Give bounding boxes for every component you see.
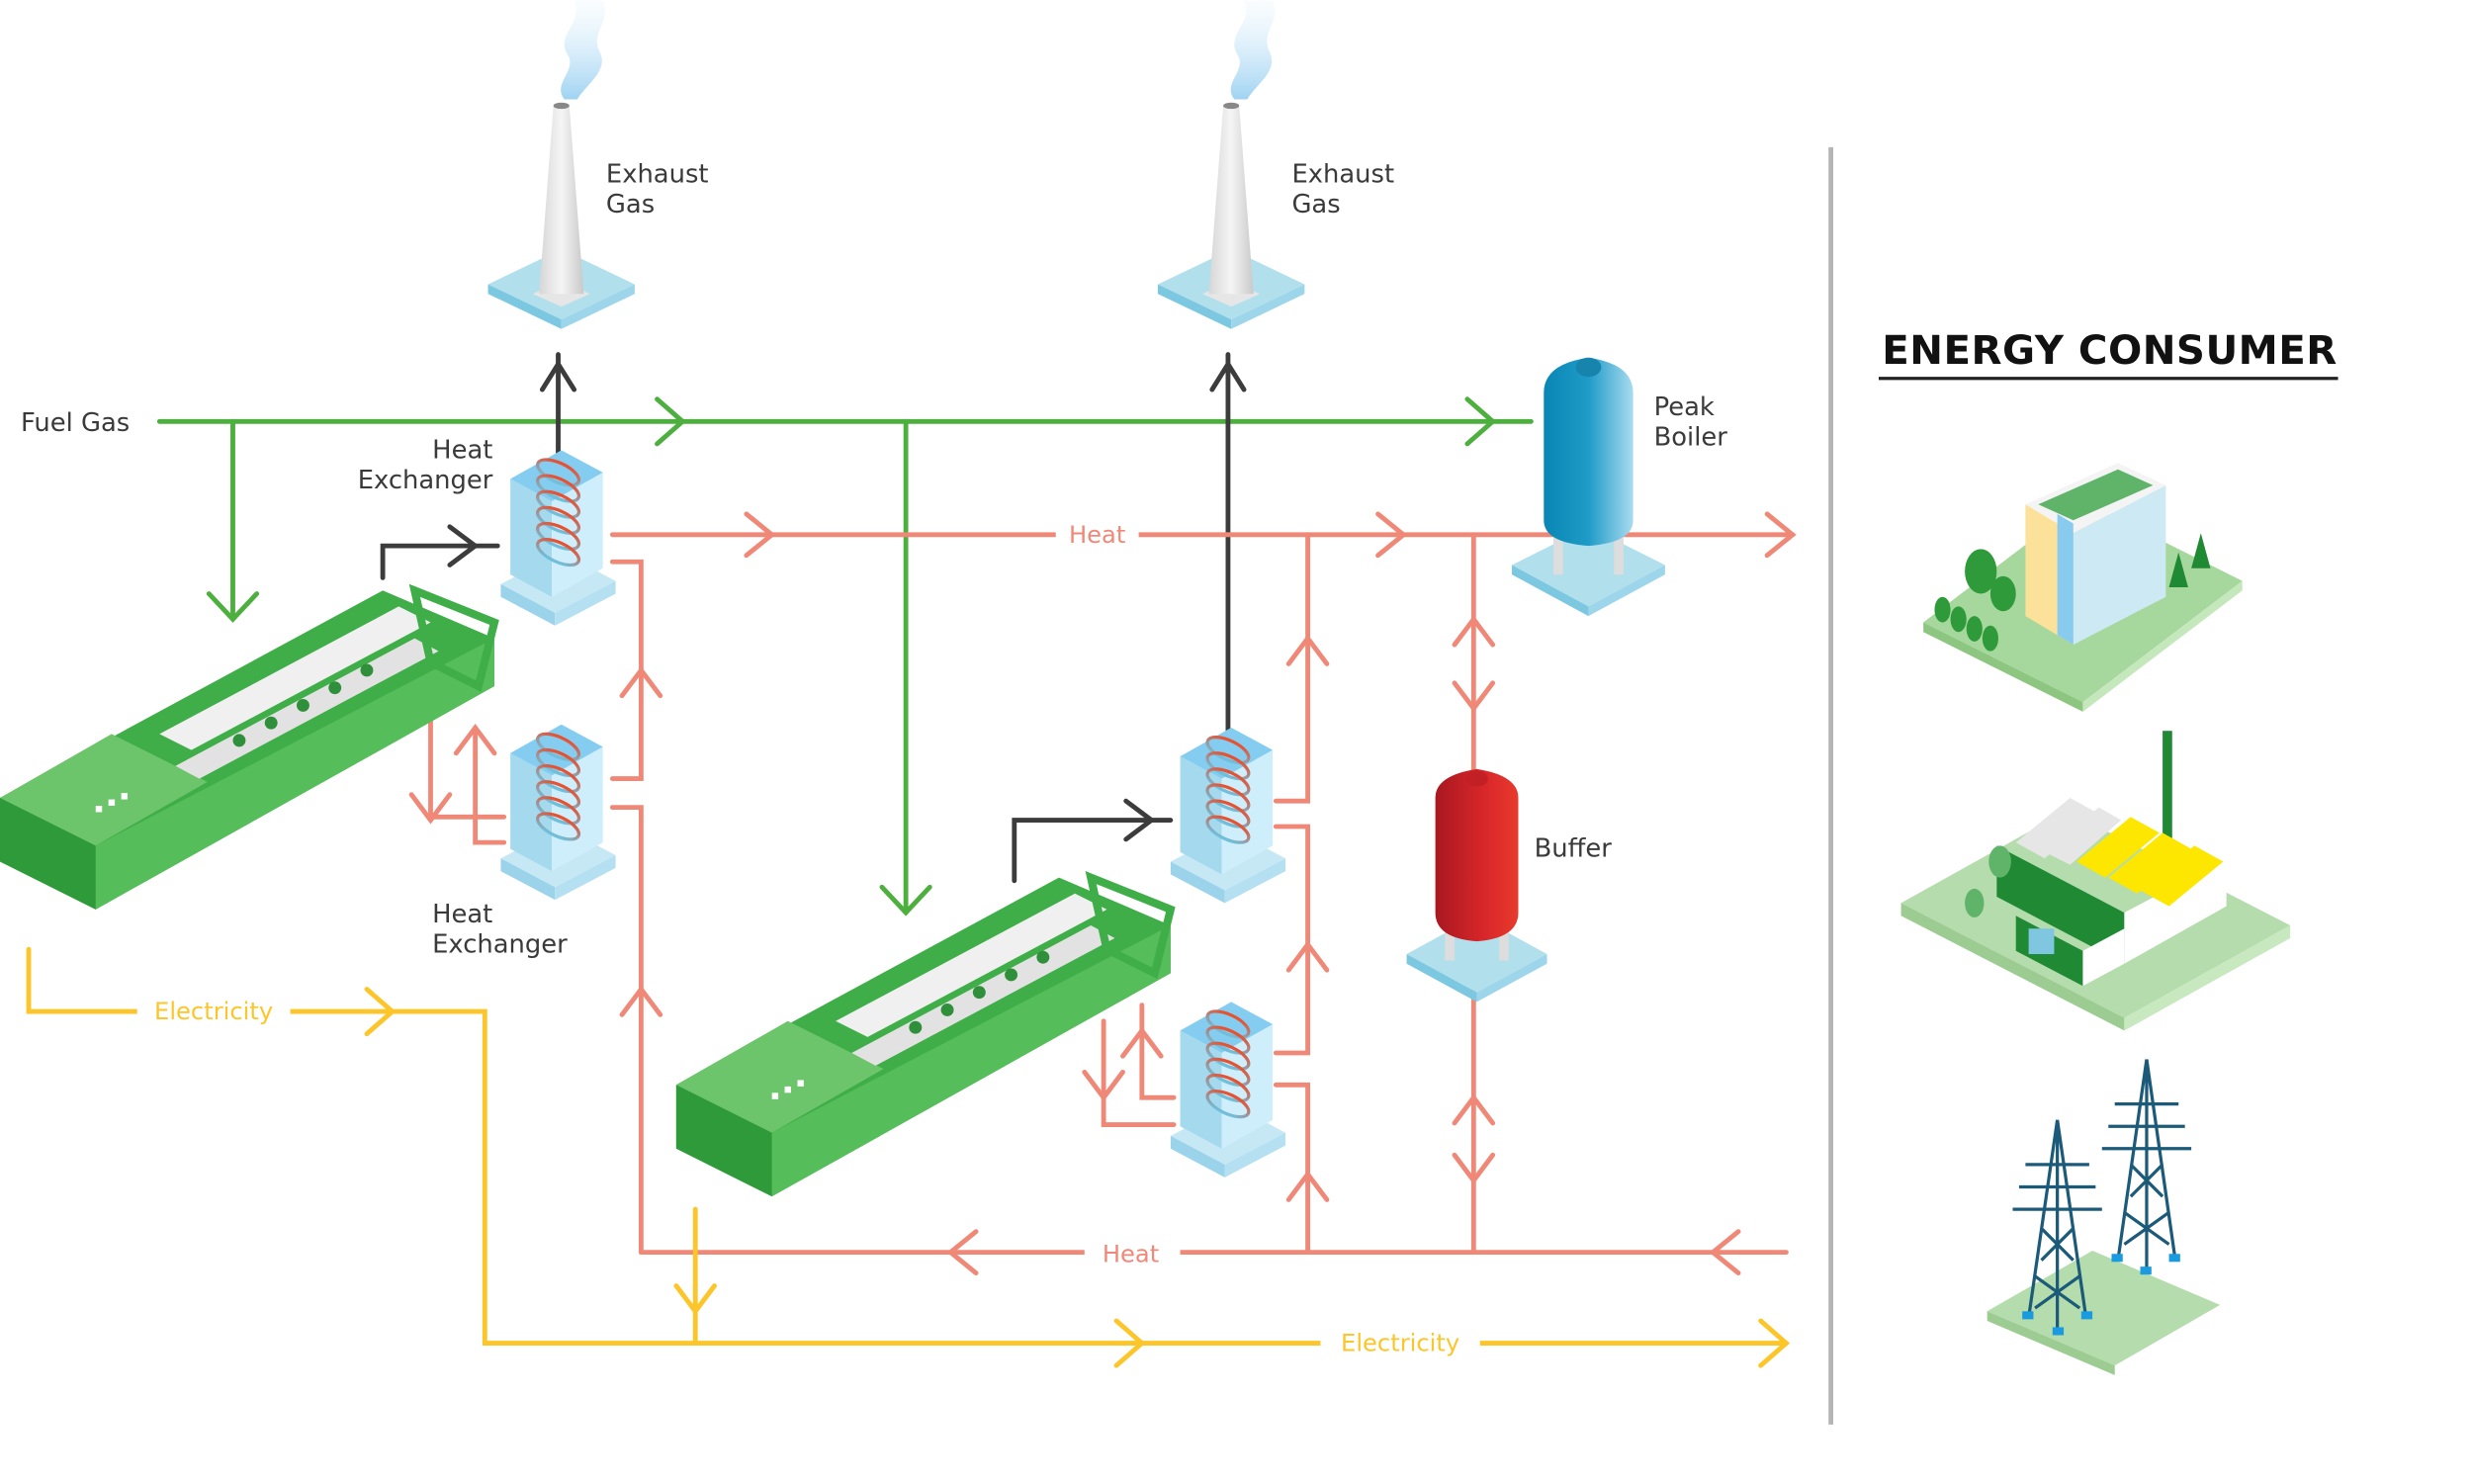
arrow-right-icon	[1375, 511, 1408, 559]
heat-return-label: Heat	[1103, 1240, 1159, 1267]
arrow-up-icon	[1452, 615, 1496, 648]
arrow-down-icon	[408, 792, 453, 825]
arrow-up-icon	[1452, 1093, 1496, 1126]
heat-exchanger-2-out	[1273, 532, 1310, 804]
arrow-down-icon	[1452, 1152, 1496, 1185]
heat-supply-label: Heat	[1069, 521, 1125, 549]
heat-return-to-exchanger-1	[609, 805, 644, 1256]
heat-loop-exchanger-2	[1273, 824, 1310, 1056]
smoke-icon	[1230, 0, 1276, 100]
gas-engine-2	[675, 871, 1176, 1197]
chimney-stack	[539, 105, 584, 295]
smoke-icon	[561, 0, 606, 100]
arrow-down-icon	[879, 884, 932, 917]
energy-consumer-title: ENERGY CONSUMER	[1882, 327, 2338, 374]
coil-icon	[1205, 1009, 1251, 1119]
heat-exchanger-1	[500, 450, 616, 626]
heat-engine-2-jacket-in	[1139, 1003, 1177, 1100]
heat-lines	[408, 511, 1797, 1276]
arrow-right-icon	[364, 987, 397, 1037]
pylon-icon	[2012, 1119, 2102, 1334]
chimney-2	[1157, 0, 1305, 329]
exhaust-engine-1-to-exchanger	[380, 543, 500, 580]
arrow-up-icon	[1120, 1026, 1164, 1059]
exhaust-lines	[380, 352, 1247, 884]
arrow-right-icon	[1764, 511, 1797, 559]
arrow-down-icon	[673, 1283, 717, 1316]
exhaust-gas-2-label-line2: Gas	[1291, 190, 1340, 219]
arrow-right-icon	[744, 511, 776, 559]
electricity-lines	[26, 946, 1791, 1368]
arrow-up-icon	[539, 359, 577, 393]
coil-icon	[1205, 735, 1251, 844]
consumer-factory-icon	[1900, 731, 2291, 1031]
heat-exchanger-bottom-label-line1: Heat	[432, 900, 492, 929]
fuel-gas-lines	[156, 396, 1534, 917]
engine-turbo-pipe	[159, 606, 431, 750]
coil-icon	[536, 458, 580, 567]
factory-chimney	[2163, 731, 2172, 859]
arrow-up-icon	[1285, 1170, 1330, 1202]
heat-loop-exchanger-1	[609, 559, 644, 782]
exhaust-gas-1-label-line1: Exhaust	[606, 159, 709, 189]
exhaust-engine-2-to-exchanger	[1012, 818, 1174, 884]
arrow-up-icon	[1285, 940, 1330, 973]
chimney-1	[487, 0, 635, 329]
fuel-gas-label: Fuel Gas	[21, 408, 130, 438]
arrow-up-icon	[619, 665, 663, 699]
heat-engine-2-jacket-out	[1101, 1018, 1177, 1128]
arrow-right-icon	[1758, 1318, 1791, 1368]
arrow-left-icon	[946, 1229, 979, 1276]
arrow-left-icon	[1709, 1229, 1741, 1276]
pylon-icon	[2101, 1059, 2192, 1273]
electricity-line-1b	[288, 1008, 1323, 1346]
arrow-right-icon	[1113, 1318, 1146, 1368]
coil-icon	[536, 732, 580, 841]
buffer-tank	[1406, 768, 1547, 1003]
arrow-up-icon	[619, 985, 663, 1017]
chimney-stack	[1208, 105, 1254, 295]
electricity-label-2: Electricity	[1341, 1330, 1459, 1357]
electricity-line-1a	[26, 946, 140, 1014]
exhaust-gas-1-label-line2: Gas	[606, 190, 655, 219]
heat-exchanger-bottom-label-line2: Exchanger	[432, 929, 568, 959]
heat-exchanger-top-label-line2: Exchanger	[358, 466, 493, 495]
heat-engine-1-jacket-in	[473, 725, 507, 845]
peak-boiler-label-line2: Boiler	[1654, 422, 1728, 452]
peak-boiler-label-line1: Peak	[1654, 393, 1715, 422]
buffer-vessel	[1435, 768, 1519, 942]
boiler-tank	[1544, 357, 1633, 547]
heat-exchanger-3	[1170, 727, 1285, 904]
heat-exchanger-top-label-line1: Heat	[432, 435, 492, 465]
heat-exchanger-2	[500, 724, 616, 901]
consumer-residential-building-icon	[1923, 463, 2243, 712]
arrow-down-icon	[206, 591, 260, 623]
consumer-power-grid-icon	[1986, 1059, 2221, 1375]
heat-return-to-exchanger-3	[1273, 1082, 1310, 1256]
arrow-right-icon	[1123, 798, 1156, 842]
electricity-label-1: Electricity	[154, 998, 273, 1025]
arrow-up-icon	[453, 723, 497, 756]
arrow-up-icon	[1209, 359, 1247, 393]
buffer-label: Buffer	[1535, 834, 1613, 864]
heat-exchanger-4	[1170, 1002, 1285, 1178]
arrow-down-icon	[1082, 1069, 1125, 1102]
exhaust-gas-2-label-line1: Exhaust	[1291, 159, 1394, 189]
gas-engine-1	[0, 583, 499, 910]
engine-turbo-pipe	[836, 893, 1107, 1037]
arrow-right-icon	[447, 524, 480, 567]
arrow-right-icon	[1464, 396, 1497, 447]
arrow-up-icon	[1285, 634, 1330, 666]
arrow-down-icon	[1452, 680, 1496, 713]
arrow-right-icon	[655, 396, 686, 447]
peak-boiler	[1512, 357, 1665, 617]
